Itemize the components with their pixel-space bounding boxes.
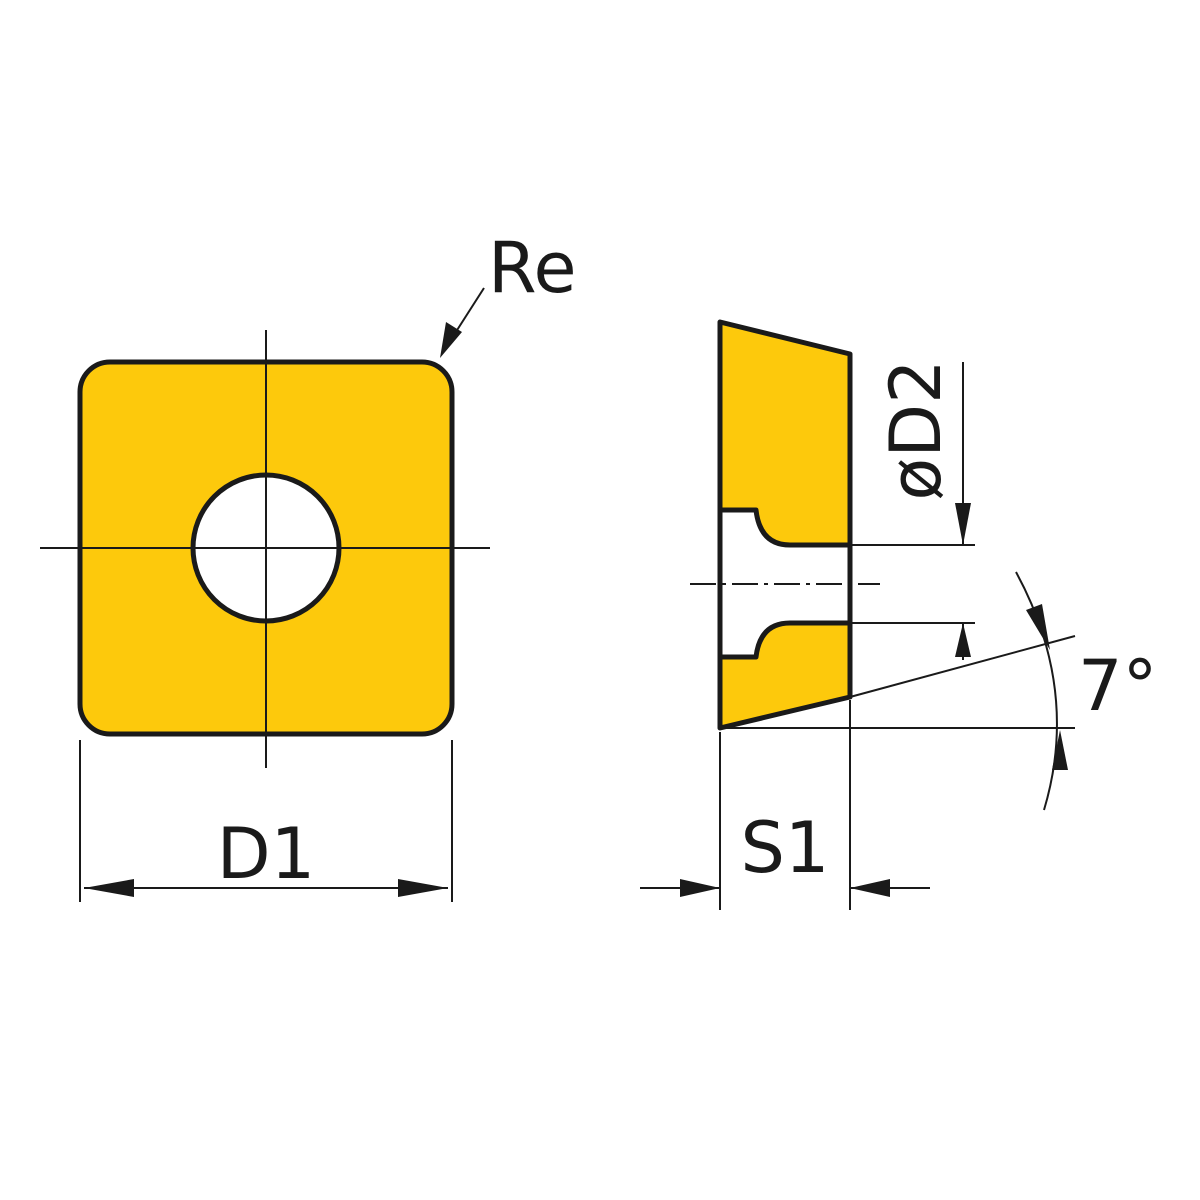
clearance-angle-arrowhead-upper [1026,604,1050,650]
s1-arrowhead-left [680,879,720,897]
d2-arrowhead-bottom [955,623,971,657]
corner-radius-callout: Re [440,227,577,358]
side-view [690,319,880,731]
clearance-angle-label: 7° [1078,645,1158,727]
s1-dimension: S1 [640,700,930,910]
clearance-angle-arc [1015,571,1058,811]
d1-dimension: D1 [79,740,453,902]
d1-arrowhead-left [84,879,134,897]
clearance-angle-flank-line [849,635,1076,698]
d2-arrowhead-top [955,503,971,545]
s1-arrowhead-right [850,879,890,897]
corner-radius-arrowhead [440,322,462,358]
s1-label: S1 [741,807,830,889]
clearance-angle-arrowhead-lower [1052,730,1068,770]
d2-label: øD2 [875,359,957,500]
front-view [40,330,490,768]
corner-radius-label: Re [488,227,577,309]
d1-arrowhead-right [398,879,448,897]
clearance-angle-dimension: 7° [720,571,1158,811]
d2-dimension: øD2 [850,359,975,660]
d1-label: D1 [217,813,315,895]
